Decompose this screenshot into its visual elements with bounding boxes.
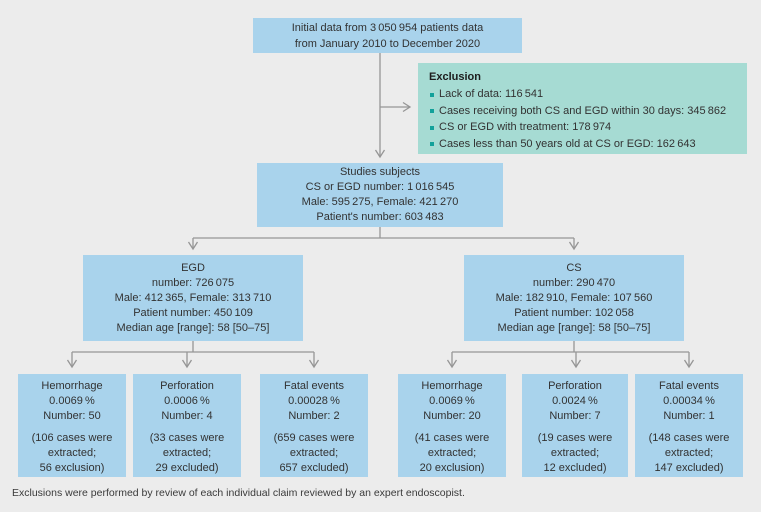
outcome-note: (148 cases were extracted; 147 excluded) (648, 432, 730, 474)
outcome-title: Perforation (548, 380, 602, 392)
outcome-box-cs-fatal-events: Fatal events 0.00034 % Number: 1 (148 ca… (635, 374, 743, 477)
egd-line: Patient number: 450 109 (133, 306, 253, 319)
outcome-number: Number: 7 (549, 410, 601, 422)
exclusion-item-text: Cases less than 50 years old at CS or EG… (439, 137, 696, 150)
egd-line: number: 726 075 (151, 276, 235, 289)
outcome-box-cs-perforation: Perforation 0.0024 % Number: 7 (19 cases… (522, 374, 628, 477)
exclusion-item: Cases receiving both CS and EGD within 3… (429, 103, 737, 120)
studies-line: CS or EGD number: 1 016 545 (305, 181, 455, 193)
outcome-title: Hemorrhage (421, 380, 483, 392)
egd-line: EGD (181, 261, 205, 274)
outcome-title: Fatal events (284, 380, 344, 392)
outcome-note: (659 cases were extracted; 657 excluded) (273, 432, 355, 474)
bullet-square-icon (430, 109, 434, 114)
outcome-rate: 0.0024 % (552, 395, 598, 407)
outcome-note: (41 cases were extracted; 20 exclusion) (414, 432, 490, 474)
footnote: Exclusions were performed by review of e… (12, 487, 465, 499)
studies-line: Studies subjects (339, 166, 421, 178)
cs-line: Patient number: 102 058 (514, 306, 634, 319)
exclusion-item-text: Cases receiving both CS and EGD within 3… (439, 104, 727, 117)
outcome-title: Hemorrhage (41, 380, 103, 392)
branch-studies (193, 227, 574, 239)
exclusion-title: Exclusion (429, 71, 481, 83)
branch-egd (72, 341, 314, 353)
outcome-box-cs-hemorrhage: Hemorrhage 0.0069 % Number: 20 (41 cases… (398, 374, 506, 477)
egd-line: Male: 412 365, Female: 313 710 (114, 291, 272, 304)
outcome-number: Number: 50 (43, 410, 101, 422)
exclusion-box: Exclusion Lack of data: 116 541 Cases re… (418, 63, 747, 154)
outcome-box-egd-fatal-events: Fatal events 0.00028 % Number: 2 (659 ca… (260, 374, 368, 477)
outcome-number: Number: 2 (288, 410, 340, 422)
outcome-number: Number: 4 (161, 410, 213, 422)
studies-subjects-box: Studies subjects CS or EGD number: 1 016… (257, 163, 503, 227)
exclusion-item: CS or EGD with treatment: 178 974 (429, 119, 737, 136)
initial-data-line: Initial data from 3 050 954 patients dat… (291, 21, 484, 34)
branch-cs (452, 341, 689, 353)
outcome-title: Perforation (160, 380, 214, 392)
egd-box: EGD number: 726 075 Male: 412 365, Femal… (83, 255, 303, 341)
studies-line: Male: 595 275, Female: 421 270 (301, 196, 459, 208)
outcome-box-egd-hemorrhage: Hemorrhage 0.0069 % Number: 50 (106 case… (18, 374, 126, 477)
initial-data-line: from January 2010 to December 2020 (294, 37, 481, 50)
cs-box: CS number: 290 470 Male: 182 910, Female… (464, 255, 684, 341)
outcome-rate: 0.00028 % (288, 395, 340, 407)
outcome-note: (33 cases were extracted; 29 excluded) (149, 432, 225, 474)
outcome-note: (106 cases were extracted; 56 exclusion) (31, 432, 113, 474)
exclusion-item-text: Lack of data: 116 541 (439, 88, 544, 100)
bullet-square-icon (430, 125, 434, 130)
outcome-number: Number: 20 (423, 410, 481, 422)
exclusion-item-text: CS or EGD with treatment: 178 974 (439, 121, 612, 133)
cs-line: Median age [range]: 58 [50–75] (497, 321, 651, 334)
bullet-square-icon (430, 92, 434, 97)
cs-line: CS (566, 261, 582, 274)
bullet-square-icon (430, 142, 434, 147)
studies-line: Patient's number: 603 483 (316, 211, 444, 223)
outcome-title: Fatal events (659, 380, 719, 392)
initial-data-box: Initial data from 3 050 954 patients dat… (253, 18, 522, 53)
cs-line: Male: 182 910, Female: 107 560 (495, 291, 653, 304)
outcome-rate: 0.0069 % (429, 395, 475, 407)
outcome-note: (19 cases were extracted; 12 excluded) (537, 432, 613, 474)
outcome-rate: 0.00034 % (663, 395, 715, 407)
outcome-number: Number: 1 (663, 410, 715, 422)
outcome-box-egd-perforation: Perforation 0.0006 % Number: 4 (33 cases… (133, 374, 241, 477)
exclusion-item: Cases less than 50 years old at CS or EG… (429, 136, 737, 153)
outcome-rate: 0.0006 % (164, 395, 210, 407)
egd-line: Median age [range]: 58 [50–75] (116, 321, 270, 334)
outcome-rate: 0.0069 % (49, 395, 95, 407)
exclusion-item: Lack of data: 116 541 (429, 86, 737, 103)
cs-line: number: 290 470 (532, 276, 616, 289)
